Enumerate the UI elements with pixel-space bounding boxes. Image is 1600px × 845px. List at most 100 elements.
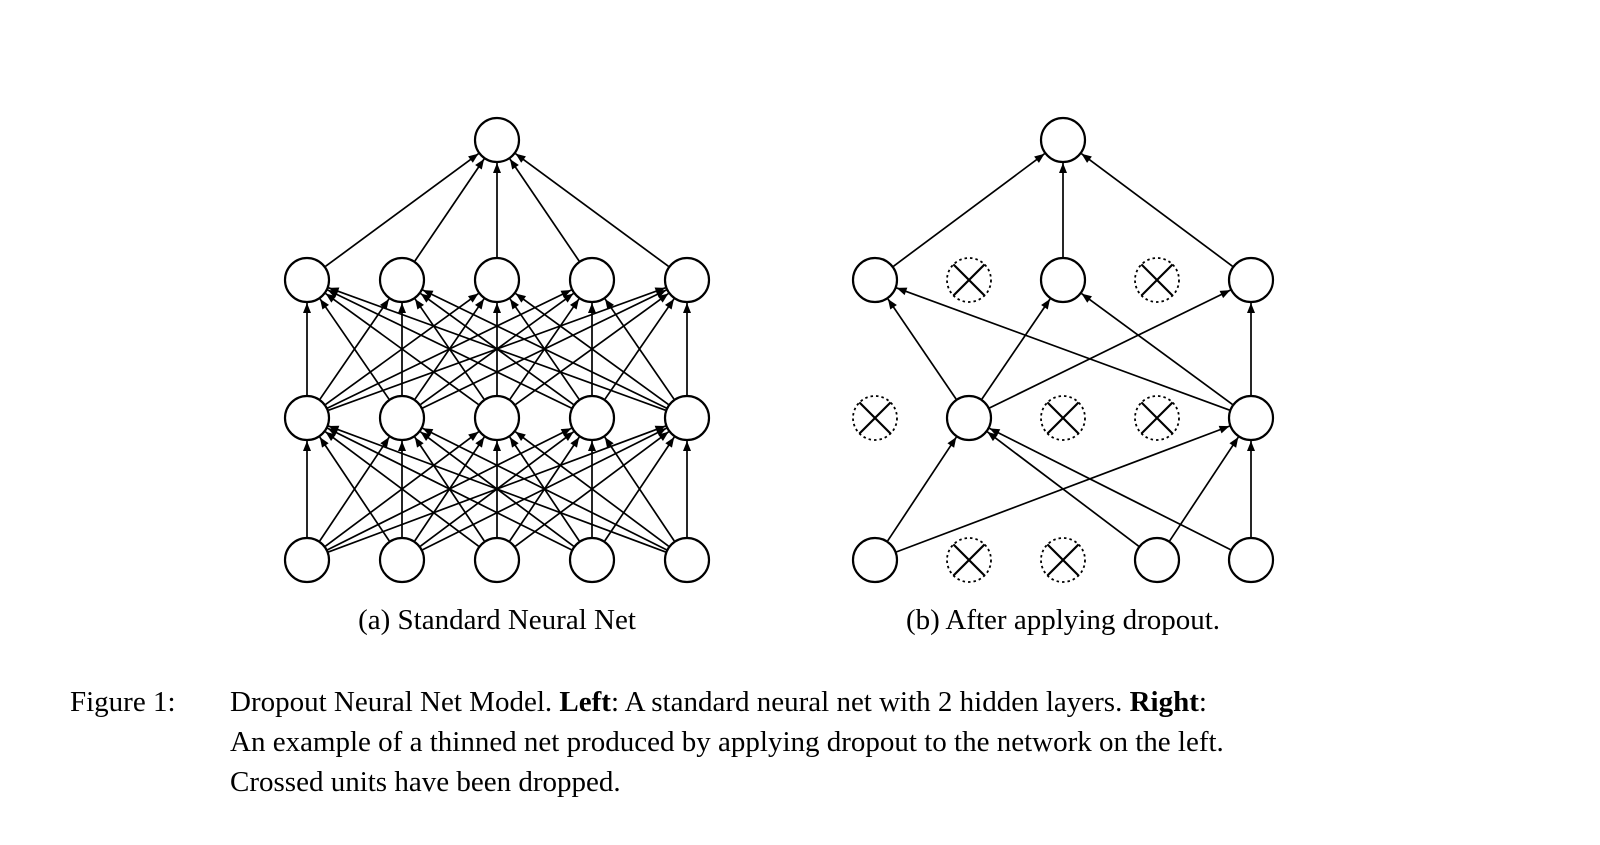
connection-arrow bbox=[319, 298, 390, 400]
caption-line: Crossed units have been dropped. bbox=[230, 762, 1545, 802]
unit-circle bbox=[283, 536, 331, 584]
dropped-cross-icon bbox=[1140, 401, 1174, 435]
caption-text-run: Dropout Neural Net Model. bbox=[230, 686, 560, 718]
unit-circle bbox=[945, 394, 993, 442]
connection-arrow bbox=[515, 292, 669, 406]
unit-node bbox=[568, 394, 616, 442]
connection-arrow bbox=[989, 427, 1231, 551]
dropped-unit-node bbox=[1040, 537, 1086, 583]
unit-circle bbox=[1227, 256, 1275, 304]
unit-node bbox=[378, 536, 426, 584]
unit-node bbox=[473, 536, 521, 584]
connection-arrow bbox=[604, 298, 675, 400]
unit-circle bbox=[1227, 536, 1275, 584]
neural-network-diagram bbox=[283, 116, 1275, 584]
unit-node bbox=[378, 394, 426, 442]
figure-caption: Figure 1: Dropout Neural Net Model. Left… bbox=[70, 682, 1550, 802]
unit-circle bbox=[473, 256, 521, 304]
connection-arrow bbox=[509, 158, 580, 262]
unit-circle bbox=[1227, 394, 1275, 442]
caption-text-run: : bbox=[1198, 686, 1207, 718]
unit-node bbox=[663, 536, 711, 584]
unit-node bbox=[283, 394, 331, 442]
dropped-unit-node bbox=[1134, 257, 1180, 303]
dropped-cross-icon bbox=[1046, 401, 1080, 435]
unit-circle bbox=[378, 394, 426, 442]
subcaption-dropout-net: (b) After applying dropout. bbox=[905, 604, 1221, 636]
connection-arrow bbox=[887, 298, 957, 400]
unit-circle bbox=[851, 256, 899, 304]
caption-line: An example of a thinned net produced by … bbox=[230, 722, 1545, 762]
caption-text-run: Crossed units have been dropped. bbox=[230, 766, 621, 798]
unit-node bbox=[1227, 256, 1275, 304]
connection-arrow bbox=[989, 289, 1231, 409]
caption-line: Dropout Neural Net Model. Left: A standa… bbox=[230, 682, 1545, 722]
connection-arrow bbox=[422, 427, 667, 551]
connection-arrow bbox=[1080, 153, 1234, 267]
connection-arrow bbox=[328, 425, 666, 553]
unit-circle bbox=[851, 536, 899, 584]
unit-node bbox=[663, 394, 711, 442]
unit-circle bbox=[568, 256, 616, 304]
unit-circle bbox=[473, 394, 521, 442]
connection-arrow bbox=[324, 431, 480, 547]
unit-circle bbox=[1039, 116, 1087, 164]
unit-circle bbox=[568, 394, 616, 442]
caption-bold-term: Left bbox=[559, 686, 611, 718]
dropped-unit-node bbox=[1134, 395, 1180, 441]
caption-text-run: : A standard neural net with 2 hidden la… bbox=[610, 686, 1130, 718]
subcaption-standard-net: (a) Standard Neural Net bbox=[358, 604, 636, 636]
connection-arrow bbox=[515, 152, 669, 268]
connection-arrow bbox=[886, 436, 958, 542]
figure-caption-text: Dropout Neural Net Model. Left: A standa… bbox=[230, 682, 1545, 802]
connection-arrow bbox=[981, 298, 1051, 400]
unit-node bbox=[1227, 536, 1275, 584]
connection-arrow bbox=[422, 289, 667, 409]
diagram-area: (a) Standard Neural Net (b) After applyi… bbox=[283, 116, 1275, 636]
dropped-unit-node bbox=[946, 537, 992, 583]
connection-arrow bbox=[1081, 292, 1233, 406]
unit-circle bbox=[473, 536, 521, 584]
unit-circle bbox=[283, 394, 331, 442]
unit-node bbox=[1039, 256, 1087, 304]
unit-node bbox=[663, 256, 711, 304]
dropped-cross-icon bbox=[858, 401, 892, 435]
unit-circle bbox=[473, 116, 521, 164]
unit-circle bbox=[1039, 256, 1087, 304]
unit-circle bbox=[568, 536, 616, 584]
unit-node bbox=[378, 256, 426, 304]
unit-circle bbox=[378, 256, 426, 304]
unit-node bbox=[473, 116, 521, 164]
unit-node bbox=[568, 536, 616, 584]
unit-node bbox=[283, 256, 331, 304]
connection-arrow bbox=[604, 436, 675, 542]
unit-node bbox=[473, 394, 521, 442]
figure-caption-label: Figure 1: bbox=[70, 686, 176, 718]
connection-arrow bbox=[327, 427, 572, 551]
dropped-unit-node bbox=[1040, 395, 1086, 441]
unit-node bbox=[851, 256, 899, 304]
unit-circle bbox=[283, 256, 331, 304]
unit-node bbox=[1227, 394, 1275, 442]
connection-arrow bbox=[514, 431, 670, 547]
dropped-unit-node bbox=[946, 257, 992, 303]
unit-node bbox=[568, 256, 616, 304]
unit-node bbox=[1133, 536, 1181, 584]
connection-arrow bbox=[896, 287, 1230, 411]
dropped-cross-icon bbox=[952, 263, 986, 297]
caption-text-run: An example of a thinned net produced by … bbox=[230, 726, 1224, 758]
unit-circle bbox=[663, 536, 711, 584]
unit-circle bbox=[663, 256, 711, 304]
unit-circle bbox=[1133, 536, 1181, 584]
unit-node bbox=[473, 256, 521, 304]
dropped-cross-icon bbox=[1140, 263, 1174, 297]
connection-arrow bbox=[414, 158, 485, 262]
connection-arrow bbox=[319, 436, 390, 542]
unit-circle bbox=[663, 394, 711, 442]
dropped-cross-icon bbox=[1046, 543, 1080, 577]
unit-node bbox=[1039, 116, 1087, 164]
unit-node bbox=[851, 536, 899, 584]
dropped-cross-icon bbox=[952, 543, 986, 577]
